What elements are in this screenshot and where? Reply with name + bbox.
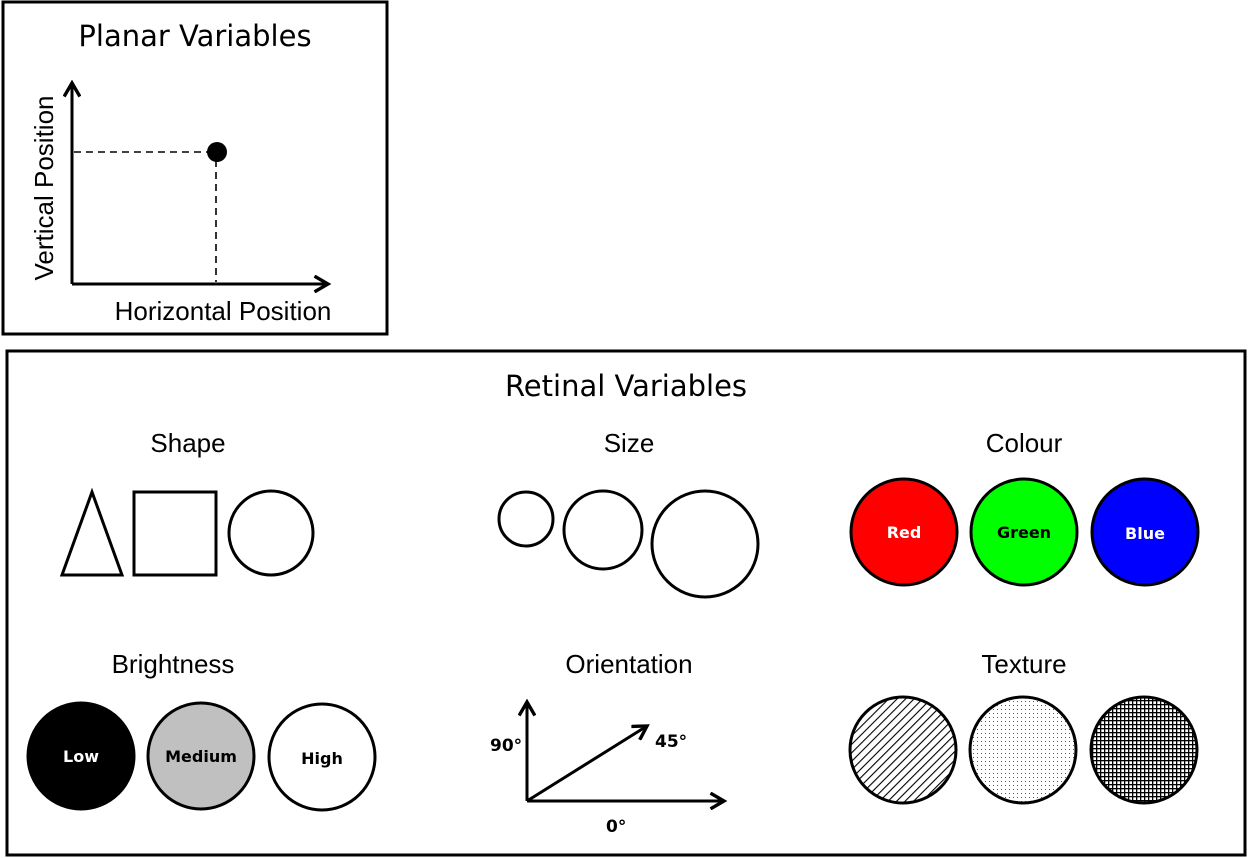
size-circle-small: [497, 490, 555, 548]
data-point: [207, 142, 227, 162]
colour-label-green: Green: [997, 523, 1051, 542]
brightness-circle-high: [267, 702, 377, 812]
orientation-label-90: 90°: [490, 736, 522, 756]
planar-title: Planar Variables: [78, 19, 311, 53]
size-circle-medium: [562, 489, 644, 571]
texture-heading: Texture: [981, 649, 1066, 679]
shape-group: Shape: [59, 428, 315, 577]
size-heading: Size: [604, 428, 655, 458]
shape-heading: Shape: [150, 428, 225, 458]
orientation-group: Orientation 90° 45° 0°: [490, 649, 724, 837]
colour-circle-red: [849, 477, 959, 587]
brightness-label-medium: Medium: [165, 747, 237, 766]
size-circle-large: [650, 489, 760, 599]
texture-circle-dotted: [968, 695, 1078, 805]
orientation-arrow-45: [526, 726, 647, 803]
brightness-group: Brightness Low Medium High: [26, 649, 377, 812]
colour-label-red: Red: [887, 523, 922, 542]
colour-circle-blue: [1090, 477, 1200, 587]
circle-shape: [227, 489, 315, 577]
orientation-heading: Orientation: [565, 649, 692, 679]
brightness-heading: Brightness: [112, 649, 235, 679]
colour-group: Colour Red Green Blue: [849, 428, 1200, 587]
planar-variables-panel: Planar Variables Vertical Position Horiz…: [1, 0, 389, 336]
retinal-panel-border: [5, 349, 1247, 857]
planar-panel-border: [1, 0, 389, 336]
texture-group: Texture: [848, 649, 1199, 805]
texture-circle-diagonal: [848, 695, 958, 805]
retinal-title: Retinal Variables: [505, 369, 747, 403]
brightness-label-high: High: [301, 749, 343, 768]
orientation-label-45: 45°: [655, 732, 687, 752]
colour-label-blue: Blue: [1125, 524, 1165, 543]
brightness-label-low: Low: [63, 747, 99, 766]
brightness-circle-medium: [146, 701, 256, 811]
x-axis-label: Horizontal Position: [115, 296, 332, 326]
orientation-label-0: 0°: [606, 817, 626, 837]
brightness-circle-low: [26, 701, 136, 811]
colour-circle-green: [969, 477, 1079, 587]
texture-circle-grid: [1089, 695, 1199, 805]
size-group: Size: [497, 428, 760, 599]
triangle-shape: [59, 487, 125, 577]
colour-heading: Colour: [986, 428, 1063, 458]
y-axis-label: Vertical Position: [29, 96, 59, 281]
square-shape: [132, 490, 218, 577]
retinal-variables-panel: Retinal Variables Shape Size Colour Red …: [5, 349, 1247, 857]
